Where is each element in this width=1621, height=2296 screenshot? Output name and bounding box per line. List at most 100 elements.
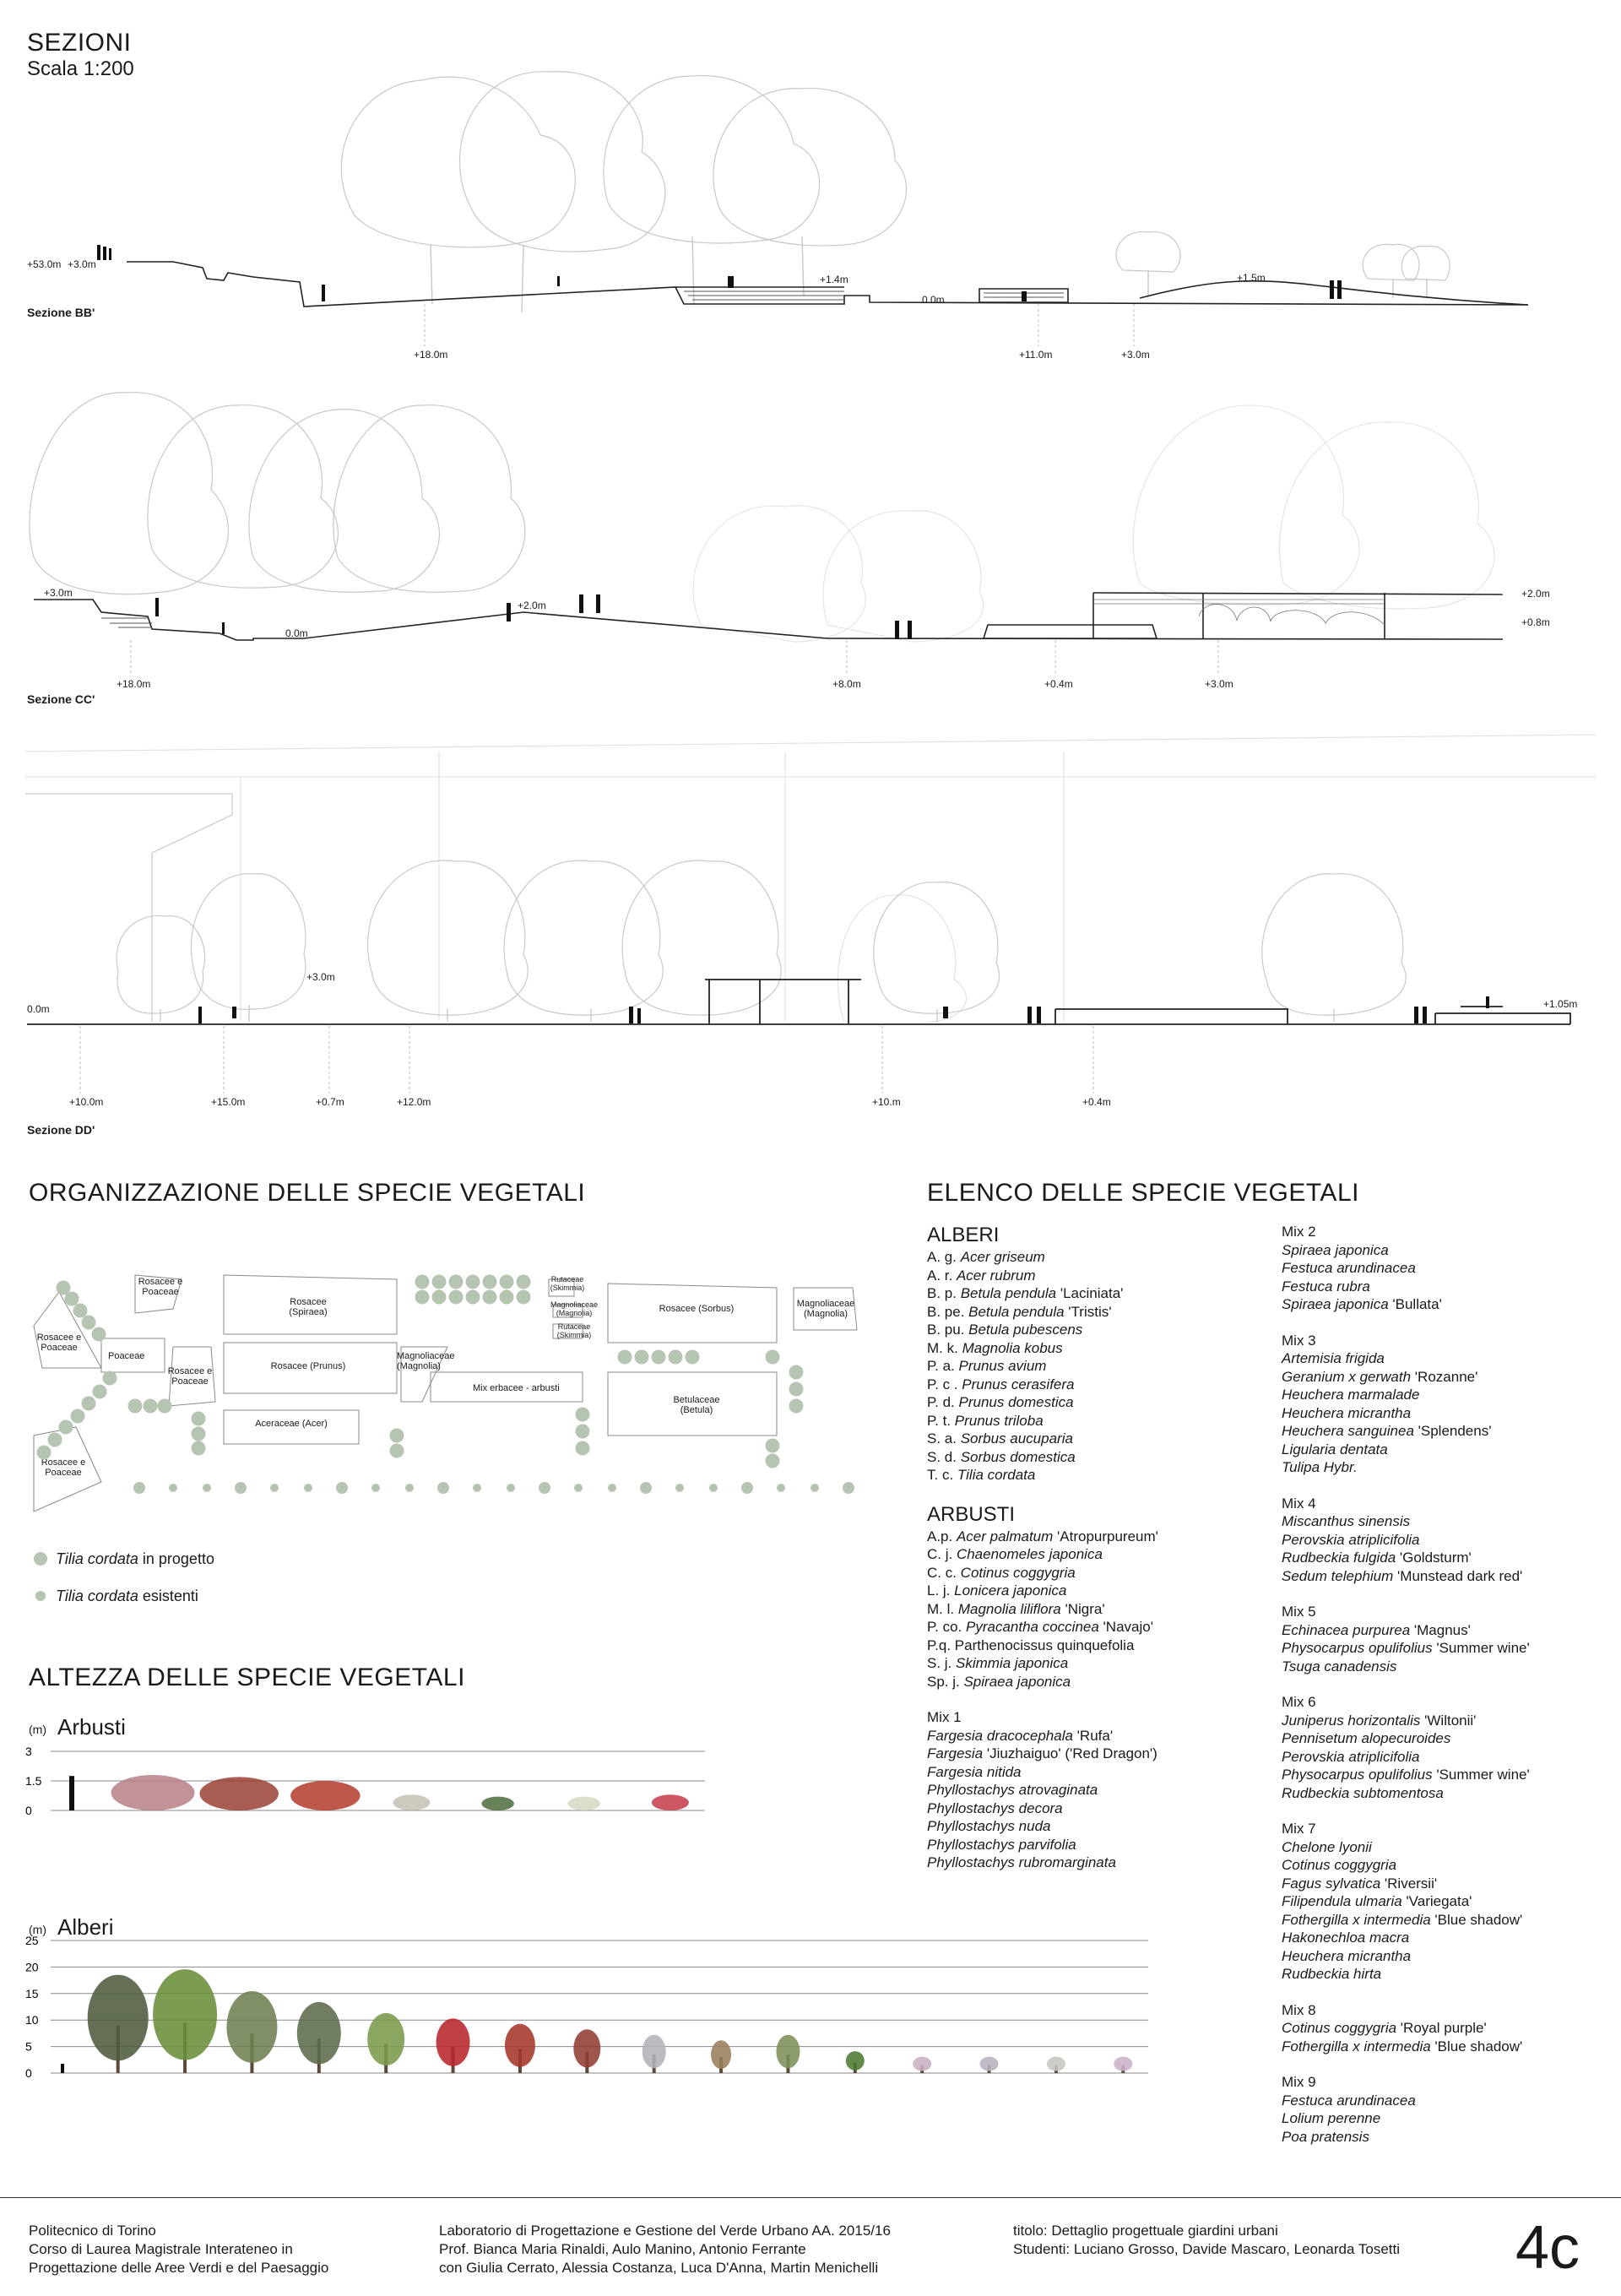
species-entry: Physocarpus opulifolius 'Summer wine' bbox=[1282, 1640, 1530, 1656]
tree-mark bbox=[87, 1974, 149, 2061]
species-entry: Cotinus coggygria 'Royal purple' bbox=[1282, 2020, 1487, 2036]
legend-text: Tilia cordata esistenti bbox=[56, 1588, 198, 1604]
tree-mark bbox=[979, 2056, 999, 2071]
shrub-mark bbox=[393, 1794, 431, 1810]
shrub-mark bbox=[651, 1794, 689, 1810]
tick-label: 1.5 bbox=[25, 1774, 42, 1788]
species-entry: Poa pratensis bbox=[1282, 2128, 1369, 2145]
species-entry: P. d. Prunus domestica bbox=[927, 1394, 1074, 1410]
footer-project: titolo: Dettaglio progettuale giardini u… bbox=[1013, 2223, 1401, 2257]
mix-title: Mix 7 bbox=[1282, 1821, 1316, 1837]
mix-title: Mix 1 bbox=[927, 1709, 962, 1725]
zone-label: Rosacee e Poaceae bbox=[138, 1277, 183, 1297]
tree-dot bbox=[437, 1482, 449, 1494]
tree-mark bbox=[226, 1990, 278, 2063]
shrub-chart: 31.50 bbox=[25, 1745, 705, 1817]
tree-dot-large bbox=[91, 1327, 106, 1342]
tick-label: 0 bbox=[25, 2066, 32, 2077]
species-entry: Tsuga canadensis bbox=[1282, 1658, 1397, 1675]
species-entry: Heuchera micrantha bbox=[1282, 1404, 1412, 1421]
species-entry: C. j. Chaenomeles japonica bbox=[927, 1546, 1103, 1562]
tree-dot-large bbox=[465, 1274, 480, 1289]
section-dd-drawing bbox=[24, 734, 1597, 1094]
species-entry: M. k. Magnolia kobus bbox=[927, 1339, 1063, 1356]
species-entry: Fargesia 'Jiuzhaiguo' ('Red Dragon') bbox=[927, 1745, 1157, 1761]
sheet-number: 4c bbox=[1515, 2214, 1580, 2282]
species-entry: Rudbeckia hirta bbox=[1282, 1966, 1382, 1982]
marker-label: +18.0m bbox=[117, 678, 151, 690]
marker-label: +3.0m bbox=[1205, 678, 1233, 690]
tree-dot bbox=[574, 1484, 583, 1492]
tree-dot bbox=[709, 1484, 718, 1492]
species-entry: Festuca arundinacea bbox=[1282, 2092, 1416, 2109]
section-cc-drawing bbox=[29, 392, 1504, 676]
marker-label: +11.0m bbox=[1019, 349, 1053, 361]
species-entry: Fothergilla x intermedia 'Blue shadow' bbox=[1282, 1911, 1523, 1928]
species-entry: Heuchera micrantha bbox=[1282, 1947, 1412, 1964]
mix-title: Mix 2 bbox=[1282, 1224, 1316, 1240]
zone-label: Rosacee (Prunus) bbox=[270, 1361, 346, 1371]
level-label: +1.4m bbox=[820, 274, 848, 285]
species-entry: Tulipa Hybr. bbox=[1282, 1459, 1358, 1475]
species-entry: Pennisetum alopecuroides bbox=[1282, 1730, 1451, 1746]
scale-person bbox=[61, 2064, 64, 2073]
species-entry: L. j. Lonicera japonica bbox=[927, 1582, 1067, 1599]
species-entry: Artemisia frigida bbox=[1282, 1350, 1385, 1366]
tree-dot-large bbox=[575, 1441, 590, 1456]
tree-dot-large bbox=[191, 1411, 206, 1426]
species-entry: A. g. Acer griseum bbox=[927, 1249, 1045, 1265]
species-entry: Fagus sylvatica 'Riversii' bbox=[1282, 1875, 1438, 1892]
tree-dot bbox=[133, 1482, 145, 1494]
shrubs-label: Arbusti bbox=[57, 1714, 126, 1740]
level-label: +1.05m bbox=[1543, 998, 1578, 1010]
species-entry: Phyllostachys decora bbox=[927, 1799, 1063, 1816]
tick-label: 0 bbox=[25, 1804, 32, 1817]
species-entry: S. d. Sorbus domestica bbox=[927, 1448, 1076, 1465]
species-entry: Juniperus horizontalis 'Wiltonii' bbox=[1282, 1712, 1477, 1729]
shrub-mark bbox=[481, 1796, 514, 1810]
tree-dot-large bbox=[58, 1419, 73, 1435]
tree-dot-large bbox=[516, 1274, 531, 1289]
species-entry: B. p. Betula pendula 'Laciniata' bbox=[927, 1285, 1124, 1301]
trees-label: Alberi bbox=[57, 1914, 114, 1940]
marker-label: +0.7m bbox=[316, 1096, 344, 1108]
tree-dot bbox=[777, 1484, 785, 1492]
organization-title: ORGANIZZAZIONE DELLE SPECIE VEGETALI bbox=[29, 1179, 586, 1207]
tree-dot bbox=[235, 1482, 247, 1494]
tree-dot-large bbox=[651, 1349, 666, 1365]
tree-mark bbox=[845, 2051, 865, 2071]
tick-label: 20 bbox=[25, 1960, 39, 1973]
species-entry: Filipendula ulmaria 'Variegata' bbox=[1282, 1893, 1472, 1909]
unit-label: (m) bbox=[29, 1923, 46, 1936]
scale-label: Scala 1:200 bbox=[27, 57, 134, 80]
zone-label: Rutaceae (Skimmia) bbox=[556, 1322, 592, 1339]
tree-dot-large bbox=[685, 1349, 700, 1365]
footer-course: Laboratorio di Progettazione e Gestione … bbox=[439, 2223, 891, 2276]
species-entry: Geranium x gerwath 'Rozanne' bbox=[1282, 1368, 1478, 1385]
tree-dot-large bbox=[70, 1409, 85, 1424]
zone-label: Rutaceae (Skimmia) bbox=[550, 1275, 585, 1292]
level-label: +1.5m bbox=[1237, 272, 1266, 284]
species-entry: Sp. j. Spiraea japonica bbox=[927, 1673, 1071, 1690]
tree-dot-large bbox=[765, 1349, 780, 1365]
tree-dot-large bbox=[431, 1289, 447, 1305]
scale-person bbox=[69, 1776, 74, 1810]
tree-dot-large bbox=[389, 1443, 404, 1458]
species-entry: Chelone lyonii bbox=[1282, 1838, 1372, 1855]
tree-dot-large bbox=[516, 1289, 531, 1305]
tree-dot-large bbox=[191, 1441, 206, 1456]
tree-dot-large bbox=[789, 1365, 804, 1380]
marker-label: +18.0m bbox=[414, 349, 448, 361]
tree-dot-large bbox=[102, 1371, 117, 1386]
zone-label: Magnoliaceae (Magnolia) bbox=[550, 1300, 599, 1317]
heights-title: ALTEZZA DELLE SPECIE VEGETALI bbox=[29, 1664, 465, 1691]
species-entry: Echinacea purpurea 'Magnus' bbox=[1282, 1621, 1471, 1638]
species-entry: Fargesia nitida bbox=[927, 1763, 1022, 1780]
section-cc: +3.0m +2.0m 0.0m +2.0m +0.8m +18.0m +8.0… bbox=[0, 372, 1621, 718]
tick-label: 15 bbox=[25, 1987, 39, 2000]
species-entry: B. pe. Betula pendula 'Tristis' bbox=[927, 1303, 1112, 1320]
